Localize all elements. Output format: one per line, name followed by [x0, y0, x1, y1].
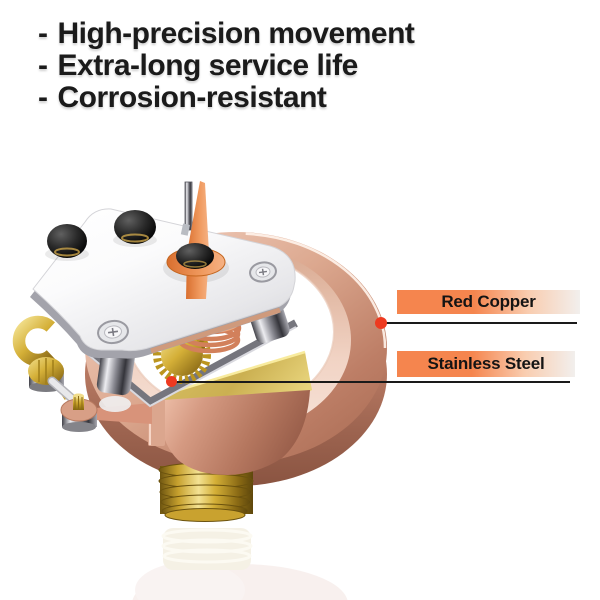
- rubber-cap-1: [47, 224, 87, 258]
- rubber-cap-2: [114, 210, 156, 244]
- bullet-dash: -: [38, 81, 48, 114]
- callout-line-stainless-steel: [171, 381, 570, 383]
- pointer-assembly: [166, 181, 226, 299]
- pin-ribs: [74, 396, 83, 410]
- plate-copper-bevel: [150, 307, 281, 354]
- feature-text-1: High-precision movement: [57, 17, 415, 50]
- feature-line-1: - High-precision movement: [38, 17, 415, 50]
- plate-screw-right: [249, 261, 277, 283]
- phillips-slot-icon: [258, 268, 268, 276]
- feature-text-3: Corrosion-resistant: [57, 81, 327, 114]
- case-bottom: [161, 390, 310, 475]
- case-notch-tab: [148, 398, 165, 446]
- plate-screw-left: [97, 319, 129, 345]
- plate-face: [32, 208, 296, 352]
- red-copper-text: Red Copper: [441, 292, 536, 311]
- bullet-dash: -: [38, 49, 48, 82]
- feature-text-2: Extra-long service life: [57, 49, 359, 82]
- callout-label-red-copper: Red Copper: [397, 290, 580, 314]
- feature-list: - High-precision movement - Extra-long s…: [38, 17, 415, 114]
- pin-clip: [180, 223, 190, 236]
- floor-reflection: [132, 528, 348, 600]
- link-arm: [49, 378, 79, 405]
- feature-line-3: - Corrosion-resistant: [38, 82, 414, 114]
- callout-line-red-copper: [381, 322, 577, 324]
- callout-dot-stainless-steel: [166, 376, 177, 387]
- brass-linkage-assembly: [12, 315, 98, 432]
- phillips-slot-icon: [107, 327, 119, 337]
- link-joint: [99, 396, 131, 412]
- callout-dot-red-copper: [375, 317, 387, 329]
- c-hook: [12, 315, 64, 367]
- callout-label-stainless-steel: Stainless Steel: [397, 351, 575, 377]
- rubber-cap-hub: [176, 243, 214, 269]
- feature-line-2: - Extra-long service life: [38, 50, 414, 82]
- copper-lever-arm: [84, 403, 152, 424]
- bullet-dash: -: [38, 17, 48, 50]
- post-base-2: [62, 422, 96, 432]
- stainless-steel-text: Stainless Steel: [427, 354, 545, 373]
- retaining-pin: [184, 181, 193, 231]
